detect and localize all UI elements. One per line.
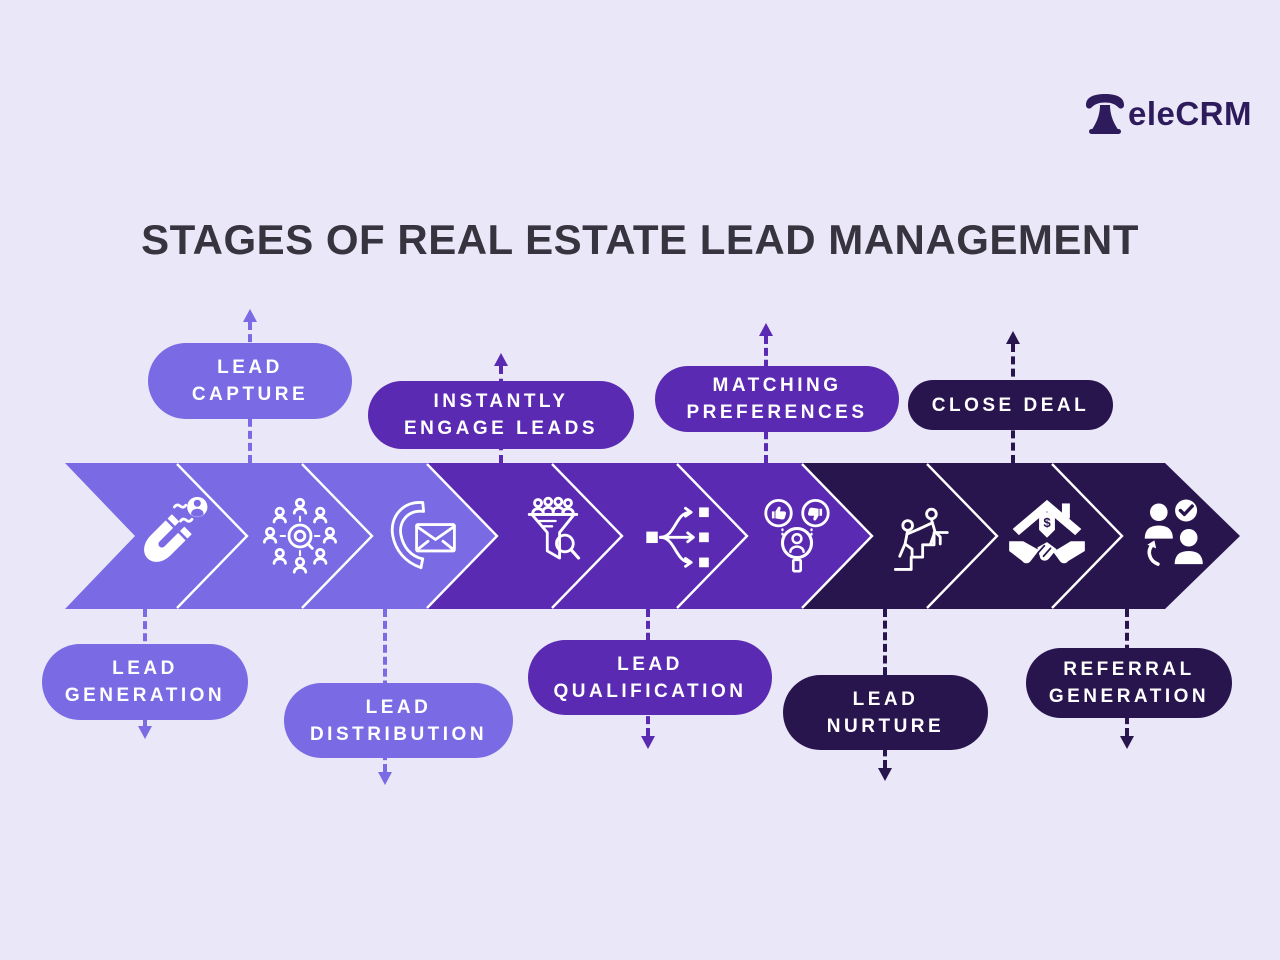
- magnet-attracting-lead-icon: [144, 496, 208, 562]
- stage-pill-lead-qualification: LEAD QUALIFICATION: [528, 640, 772, 715]
- leads-funnel-search-icon: [527, 496, 581, 560]
- arrowhead-referral-generation: [1120, 736, 1134, 749]
- arrowhead-lead-nurture: [878, 768, 892, 781]
- arrowhead-lead-qualification: [641, 736, 655, 749]
- phone-envelope-icon: [390, 501, 456, 570]
- handset-shape: [390, 501, 426, 570]
- stage-label-line: ENGAGE LEADS: [403, 418, 599, 439]
- stage-label-line: INSTANTLY: [433, 391, 569, 412]
- stage-pill-matching-preferences: MATCHING PREFERENCES: [655, 366, 899, 432]
- helping-up-stairs-icon: [893, 507, 949, 571]
- arrowhead-instantly-engage-leads: [494, 353, 508, 366]
- stage-label-line: PREFERENCES: [686, 402, 868, 423]
- arrowhead-lead-capture: [243, 309, 257, 322]
- house-dollar-handshake-icon: $: [1009, 499, 1085, 564]
- arrowhead-matching-preferences: [759, 323, 773, 336]
- telephone-icon: [1085, 94, 1124, 134]
- stage-label-line: LEAD: [617, 653, 683, 675]
- brand-text: eleCRM: [1127, 95, 1252, 132]
- stage-label-line: DISTRIBUTION: [309, 723, 488, 745]
- page-title: STAGES OF REAL ESTATE LEAD MANAGEMENT: [141, 216, 1139, 264]
- house-shape: [1012, 499, 1082, 538]
- stage-chevron-3: [302, 463, 497, 609]
- stage-label-line: GENERATION: [1048, 686, 1210, 707]
- stage-chevron-4: [427, 463, 622, 609]
- envelope-shape: [415, 523, 456, 553]
- stage-label-line: QUALIFICATION: [553, 680, 747, 702]
- stage-pill-lead-capture: LEAD CAPTURE: [148, 343, 352, 419]
- stage-label-line: LEAD: [217, 357, 283, 378]
- stage-pill-close-deal: CLOSE DEAL: [908, 380, 1113, 430]
- stage-label-line: NURTURE: [826, 715, 945, 737]
- stage-pill-lead-generation: LEAD GENERATION: [42, 644, 248, 720]
- stage-label-line: CLOSE DEAL: [931, 394, 1090, 416]
- arrowhead-close-deal: [1006, 331, 1020, 344]
- stage-label-line: LEAD: [852, 688, 919, 710]
- branch-routing-arrows-icon: [646, 506, 709, 568]
- arrowhead-lead-distribution: [378, 772, 392, 785]
- thumbs-feedback-search-icon: [764, 498, 830, 573]
- stage-label-line: MATCHING: [712, 375, 842, 396]
- people-network-search-icon: [262, 497, 338, 574]
- stage-label-line: GENERATION: [64, 685, 226, 706]
- stage-pill-lead-nurture: LEAD NURTURE: [783, 675, 988, 750]
- stage-chevron-6: [677, 463, 872, 609]
- referred-people-check-icon: [1144, 499, 1203, 566]
- magnet-shape: [144, 514, 192, 562]
- brand-logo: eleCRM: [1083, 92, 1252, 136]
- arrowhead-lead-generation: [138, 726, 152, 739]
- stage-chevron-8: [927, 463, 1122, 609]
- chevron-separators: [176, 463, 1124, 609]
- stage-label-line: LEAD: [112, 658, 178, 679]
- stage-label-line: REFERRAL: [1063, 659, 1195, 680]
- stage-label-line: LEAD: [365, 696, 432, 718]
- lead-person-badge: [187, 496, 208, 518]
- stage-chevron-7: [802, 463, 997, 609]
- dollar-sign: $: [1043, 515, 1051, 530]
- stage-pill-lead-distribution: LEAD DISTRIBUTION: [284, 683, 513, 758]
- stage-pill-instantly-engage-leads: INSTANTLY ENGAGE LEADS: [368, 381, 634, 449]
- stage-label-line: CAPTURE: [191, 384, 309, 405]
- stage-pill-referral-generation: REFERRAL GENERATION: [1026, 648, 1232, 718]
- stage-chevron-2: [177, 463, 372, 609]
